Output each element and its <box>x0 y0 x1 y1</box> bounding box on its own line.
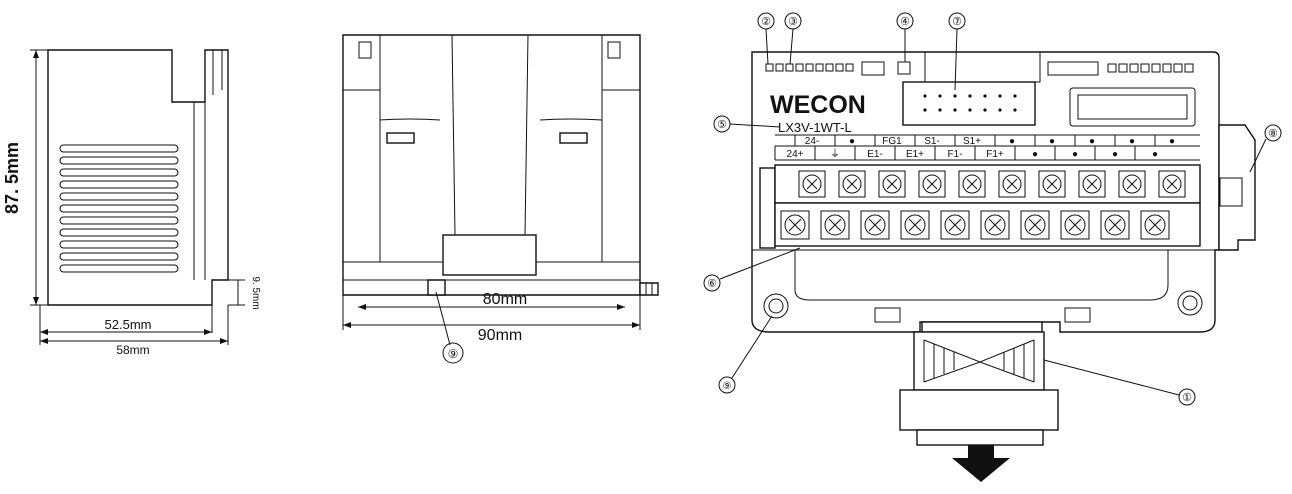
terminal-screw-icon <box>1118 170 1146 198</box>
lower-terminal-label: E1+ <box>906 149 924 160</box>
lower-terminal-label: F1+ <box>986 149 1004 160</box>
terminal-screw-icon <box>1038 170 1066 198</box>
callout-6: ⑥ <box>707 278 717 290</box>
brand-logo-text: WECON <box>770 91 866 119</box>
callout-5: ⑤ <box>717 119 727 131</box>
height-dimension-label: 87. 5mm <box>2 142 22 214</box>
terminal-screw-icon <box>940 210 970 240</box>
lower-terminal-label: ● <box>1152 149 1158 160</box>
expansion-connector <box>902 81 1036 126</box>
lower-terminal-label: ⏚ <box>830 148 840 160</box>
callout-9-bottom: ⑨ <box>448 347 459 361</box>
upper-terminal-labels: 24- ● FG1 S1- S1+ ● ● ● ● ● <box>794 135 1175 147</box>
terminal-screw-icon <box>798 170 826 198</box>
upper-terminal-label: ● <box>1169 136 1175 147</box>
terminal-screw-icon <box>838 170 866 198</box>
front-view: WECON LX3V-1WT-L 24- ● FG1 S1- S1+ ● ● ● ● ● 24+ ⏚… <box>703 12 1282 482</box>
upper-terminal-label: ● <box>1009 136 1015 147</box>
terminal-screw-icon <box>780 210 810 240</box>
callouts: ② ③ ④ ⑦ ⑤ ⑥ ⑧ ⑨ ① <box>703 12 1282 406</box>
direction-arrow-icon <box>952 445 1010 482</box>
inner-width-80mm-label: 80mm <box>483 291 527 308</box>
side-view: 87. 5mm 9. 5mm 52.5mm 58mm <box>2 49 261 357</box>
lower-terminal-label: 24+ <box>787 149 804 160</box>
upper-terminal-label: ● <box>1089 136 1095 147</box>
led-row-left <box>765 63 854 72</box>
callout-8: ⑧ <box>1268 128 1278 140</box>
lower-terminal-labels: 24+ ⏚ E1- E1+ F1- F1+ ● ● ● ● <box>774 146 1158 160</box>
terminal-screw-icon <box>820 210 850 240</box>
lower-terminal-label: F1- <box>948 149 963 160</box>
terminal-screw-icon <box>918 170 946 198</box>
terminal-screw-icon <box>900 210 930 240</box>
upper-terminal-label: S1+ <box>963 136 981 147</box>
lower-terminal-label: ● <box>1112 149 1118 160</box>
callout-7: ⑦ <box>952 16 962 28</box>
terminal-screw-icon <box>1020 210 1050 240</box>
upper-terminal-label: ● <box>1049 136 1055 147</box>
upper-terminal-label: S1- <box>924 136 940 147</box>
terminal-screw-icon <box>1078 170 1106 198</box>
terminal-screw-icon <box>1158 170 1186 198</box>
terminal-screw-icon <box>860 210 890 240</box>
model-text: LX3V-1WT-L <box>778 120 852 135</box>
lower-terminal-label: ● <box>1032 149 1038 160</box>
callout-1: ① <box>1182 392 1192 404</box>
terminal-screw-icon <box>1060 210 1090 240</box>
upper-terminal-screws <box>798 170 1186 198</box>
upper-terminal-label: FG1 <box>882 136 902 147</box>
callout-3: ③ <box>788 16 798 28</box>
foot-dimension-label: 9. 5mm <box>250 276 261 309</box>
callout-9: ⑨ <box>723 381 732 392</box>
lower-terminal-label: ● <box>1072 149 1078 160</box>
lower-terminal-screws <box>780 210 1170 240</box>
callout-2: ② <box>761 16 771 28</box>
led-row-right <box>1107 63 1194 73</box>
terminal-screw-icon <box>980 210 1010 240</box>
bottom-view: 80mm 90mm ⑨ <box>342 34 659 364</box>
ventilation-slots <box>59 144 179 273</box>
upper-terminal-label: ● <box>849 136 855 147</box>
terminal-screw-icon <box>878 170 906 198</box>
terminal-screw-icon <box>998 170 1026 198</box>
upper-terminal-label: ● <box>1129 136 1135 147</box>
outer-width-90mm-label: 90mm <box>478 327 522 344</box>
lower-terminal-label: E1- <box>867 149 883 160</box>
outer-width-label: 58mm <box>116 343 149 357</box>
upper-terminal-label: 24- <box>805 136 819 147</box>
terminal-screw-icon <box>958 170 986 198</box>
inner-width-label: 52.5mm <box>105 317 152 332</box>
connector-pins <box>923 94 1017 112</box>
cable-connector <box>913 331 1045 391</box>
terminal-screw-icon <box>1140 210 1170 240</box>
terminal-screw-icon <box>1100 210 1130 240</box>
callout-4: ④ <box>900 16 910 28</box>
